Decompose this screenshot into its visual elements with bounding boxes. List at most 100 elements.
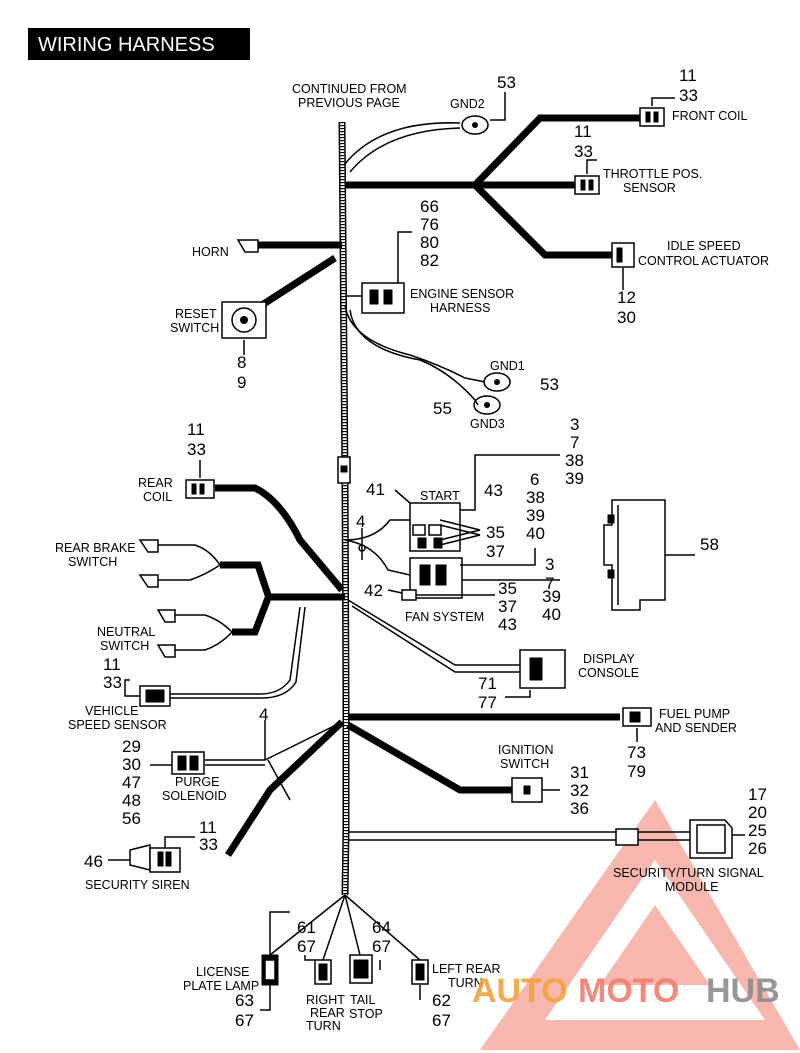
num-throttle-1: 11 — [574, 122, 592, 141]
label-front-coil: FRONT COIL — [672, 109, 748, 123]
num-sec-module-3: 25 — [748, 821, 767, 840]
num-start-top-4: 39 — [565, 469, 584, 488]
watermark-moto: MOTO — [578, 972, 679, 1010]
num-purge-2: 30 — [122, 755, 141, 774]
security-siren-body — [129, 844, 151, 871]
callout-lines — [108, 92, 745, 1011]
label-right-rear-3: TURN — [306, 1019, 341, 1033]
throttle-connector — [574, 175, 600, 195]
num-gnd3: 55 — [433, 399, 452, 418]
num-start-top-1: 3 — [570, 415, 579, 434]
label-rear-brake-2: SWITCH — [68, 555, 117, 569]
label-license-1: LICENSE — [196, 965, 250, 979]
num-tail-stop-1: 64 — [372, 918, 391, 937]
label-engine-sensor-1: ENGINE SENSOR — [410, 287, 514, 301]
num-purge-3: 47 — [122, 773, 141, 792]
num-siren-2: 33 — [199, 835, 218, 854]
label-ignition-2: SWITCH — [500, 757, 549, 771]
num-reset-1: 8 — [237, 353, 246, 372]
num-purge-1: 29 — [122, 737, 141, 756]
num-start-right-2: 38 — [526, 488, 545, 507]
num-mid-1: 35 — [486, 523, 505, 542]
watermark-auto: AUTO — [472, 972, 568, 1010]
label-continued-1: CONTINUED FROM — [292, 82, 407, 96]
num-46: 46 — [84, 852, 103, 871]
label-tail-stop-1: TAIL — [350, 993, 376, 1007]
num-license-2: 67 — [235, 1011, 254, 1030]
label-left-rear-1: LEFT REAR — [432, 962, 501, 976]
num-fan-right-2: 7 — [545, 574, 554, 593]
label-horn: HORN — [192, 245, 229, 259]
num-vss-1: 11 — [103, 655, 121, 674]
label-neutral-1: NEUTRAL — [97, 625, 155, 639]
label-vss-1: VEHICLE — [85, 704, 139, 718]
num-41: 41 — [366, 480, 385, 499]
num-right-rear-1: 61 — [297, 918, 316, 937]
num-siren-1: 11 — [199, 818, 217, 837]
idle-connector — [611, 242, 635, 268]
label-vss-2: SPEED SENSOR — [68, 718, 167, 732]
label-gnd3: GND3 — [470, 417, 505, 431]
num-license-1: 63 — [235, 991, 254, 1010]
num-53-gnd2: 53 — [497, 73, 516, 92]
num-throttle-2: 33 — [574, 142, 593, 161]
num-fuel-1: 73 — [627, 743, 646, 762]
label-fuel-pump-1: FUEL PUMP — [659, 707, 730, 721]
num-display-1: 71 — [478, 674, 497, 693]
watermark-hub: HUB — [706, 972, 780, 1010]
label-right-rear-1: RIGHT — [306, 993, 345, 1007]
num-start-right-3: 39 — [526, 506, 545, 525]
front-coil-connector — [639, 107, 665, 127]
rear-brake-plug-1 — [138, 539, 159, 553]
num-left-rear-1: 62 — [432, 991, 451, 1010]
num-fan-right-1: 3 — [545, 555, 554, 574]
label-rear-coil-2: COIL — [143, 490, 172, 504]
label-reset-2: SWITCH — [170, 321, 219, 335]
num-fan-far-1: 39 — [542, 587, 561, 606]
label-display-1: DISPLAY — [583, 652, 636, 666]
num-display-2: 77 — [478, 693, 497, 712]
label-tail-stop-2: STOP — [349, 1007, 383, 1021]
num-fuel-2: 79 — [627, 762, 646, 781]
num-engine-2: 76 — [420, 215, 439, 234]
label-security-siren: SECURITY SIREN — [85, 878, 190, 892]
num-fan-far-2: 40 — [542, 605, 561, 624]
num-purge-4: 48 — [122, 791, 141, 810]
num-58: 58 — [700, 535, 719, 554]
num-sec-module-2: 20 — [748, 803, 767, 822]
main-trunk — [337, 121, 351, 896]
page-title: WIRING HARNESS — [38, 34, 215, 56]
engine-sensor-connector — [361, 282, 405, 314]
label-left-rear-2: TURN — [448, 976, 483, 990]
num-start-top-2: 7 — [570, 433, 579, 452]
label-idle-1: IDLE SPEED — [667, 239, 741, 253]
num-4b: 4 — [259, 705, 268, 724]
num-vss-2: 33 — [103, 673, 122, 692]
num-start-right-4: 40 — [526, 524, 545, 543]
num-ignition-3: 36 — [570, 799, 589, 818]
harness-branches — [158, 114, 690, 961]
watermark-logo — [480, 800, 800, 1050]
num-start-right-1: 6 — [530, 470, 539, 489]
num-right-rear-2: 67 — [297, 937, 316, 956]
watermark-text: AUTO MOTO HUB — [472, 972, 780, 1010]
title-box — [28, 28, 250, 60]
num-engine-1: 66 — [420, 197, 439, 216]
num-purge-5: 56 — [122, 809, 141, 828]
components — [129, 107, 733, 986]
label-purge-1: PURGE — [175, 775, 219, 789]
num-idle-2: 30 — [617, 308, 636, 327]
label-fuel-pump-2: AND SENDER — [655, 721, 737, 735]
label-license-2: PLATE LAMP — [183, 979, 259, 993]
num-front-coil-2: 33 — [679, 86, 698, 105]
label-rear-brake-1: REAR BRAKE — [55, 541, 136, 555]
num-idle-1: 12 — [617, 288, 636, 307]
label-gnd1: GND1 — [490, 359, 525, 373]
num-ignition-1: 31 — [570, 763, 589, 782]
horn-connector — [236, 239, 259, 253]
label-engine-sensor-2: HARNESS — [430, 301, 490, 315]
num-sec-module-1: 17 — [748, 785, 767, 804]
num-rear-coil-1: 11 — [187, 420, 205, 439]
label-security-module-1: SECURITY/TURN SIGNAL — [613, 866, 764, 880]
num-left-rear-2: 67 — [432, 1011, 451, 1030]
